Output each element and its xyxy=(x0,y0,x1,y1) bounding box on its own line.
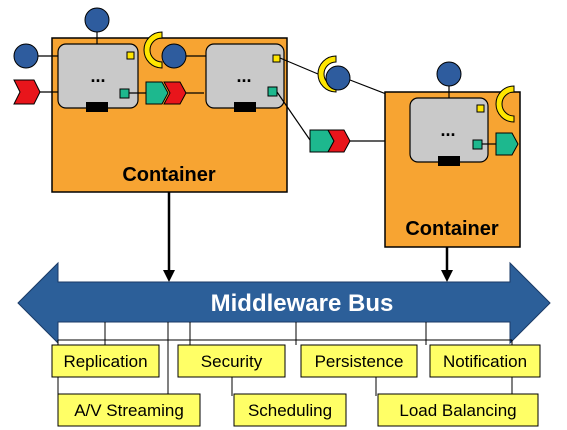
service-persistence xyxy=(300,344,418,378)
facet-port-icon xyxy=(436,61,462,87)
service-av-streaming xyxy=(57,393,201,427)
facet-port-icon xyxy=(161,43,187,69)
service-security xyxy=(177,344,286,378)
service-notification-label: Notification xyxy=(443,352,527,371)
receptacle-icon xyxy=(143,31,163,69)
facet-port-icon xyxy=(84,7,110,33)
component-3-ellipsis: ... xyxy=(440,120,455,140)
event-source-icon xyxy=(13,79,41,105)
component-3-base xyxy=(438,156,460,166)
receptacle-icon xyxy=(317,55,337,93)
service-scheduling-label: Scheduling xyxy=(248,401,332,420)
connector-line xyxy=(279,57,319,75)
event-sink-icon xyxy=(145,81,169,105)
component-2-green-port xyxy=(267,86,278,97)
component-3-small-port xyxy=(476,104,485,113)
event-source-icon xyxy=(163,81,187,105)
component-1-small-port xyxy=(126,51,135,60)
component-1-ellipsis: ... xyxy=(90,66,105,86)
event-sink-icon xyxy=(495,132,519,156)
service-scheduling xyxy=(233,393,347,427)
component-3-green-port xyxy=(472,139,483,150)
service-replication-label: Replication xyxy=(63,352,147,371)
component-2-small-port xyxy=(272,54,281,63)
service-av-streaming-label: A/V Streaming xyxy=(74,401,184,420)
service-security-label: Security xyxy=(201,352,263,371)
facet-port-icon xyxy=(325,65,351,91)
component-2-base xyxy=(234,102,256,112)
event-source-icon xyxy=(327,129,351,153)
arrowhead-icon xyxy=(163,270,175,282)
middleware-bus xyxy=(17,261,551,345)
service-persistence-label: Persistence xyxy=(315,352,404,371)
component-1-green-port xyxy=(119,88,130,99)
arrowhead-icon xyxy=(441,270,453,282)
receptacle-icon xyxy=(495,85,515,123)
container-left-label: Container xyxy=(122,164,216,186)
component-1-base xyxy=(86,102,108,112)
service-replication xyxy=(51,344,160,378)
service-notification xyxy=(429,344,541,378)
component-2-ellipsis: ... xyxy=(236,66,251,86)
service-load-balancing-label: Load Balancing xyxy=(399,401,516,420)
facet-port-icon xyxy=(13,43,39,69)
container-right-label: Container xyxy=(405,218,499,240)
middleware-bus-label: Middleware Bus xyxy=(211,290,394,317)
service-load-balancing xyxy=(377,393,539,427)
connector-line xyxy=(276,91,311,141)
